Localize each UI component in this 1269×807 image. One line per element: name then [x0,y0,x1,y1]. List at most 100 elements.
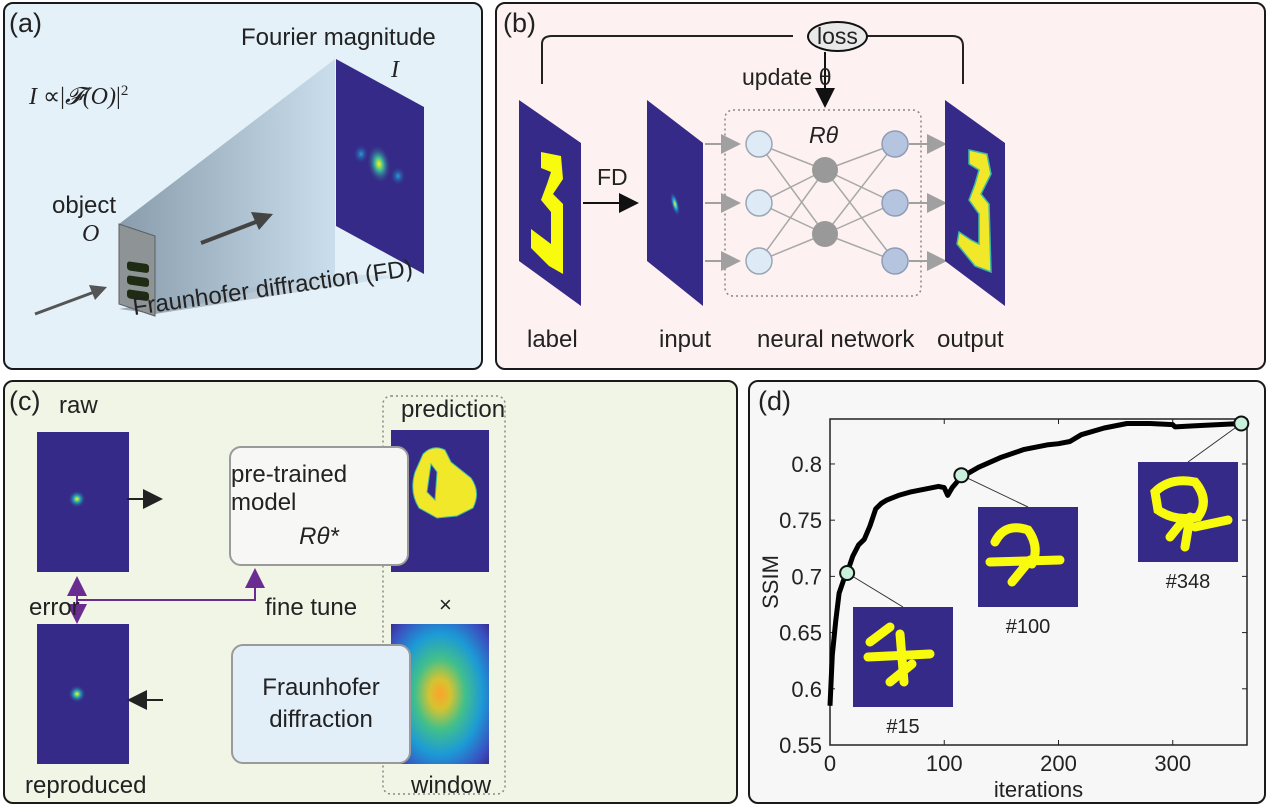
error-label: error [29,594,80,621]
pretrained-model-box: pre-trained model Rθ* [229,446,409,566]
output-digit-three [956,149,992,274]
input-node [745,189,773,217]
pretrained-model-title: pre-trained model [231,461,348,516]
fourier-side-lobe [353,144,369,164]
checkpoint-marker [953,467,970,484]
reconstructed-digit [1150,476,1233,552]
x-tick-label: 200 [1040,751,1077,776]
hidden-node [812,157,838,183]
y-tick-label: 0.6 [791,677,822,702]
fd-label: FD [597,164,628,190]
inset-iteration-label: #15 [886,716,919,738]
caption-output: output [937,326,1004,353]
y-tick-label: 0.65 [779,621,822,646]
fd-box-line2: diffraction [269,706,373,733]
fourier-side-lobe [390,166,406,186]
panel-b: (b) loss update θ FD Rθ label input neur… [495,2,1266,370]
loss-ellipse: loss [807,21,868,52]
equation-power: 2 [120,83,129,99]
equation-rel: ∝ [43,84,61,110]
update-theta-label: update θ [742,64,832,90]
x-tick-label: 0 [824,751,836,776]
panel-d-label: (d) [758,386,791,416]
pretrained-model-symbol: Rθ* [299,523,339,550]
output-node [881,189,909,217]
inset-iteration-label: #100 [1006,616,1051,638]
training-diagram [519,35,1005,306]
fd-box-line1: Fraunhofer [262,674,380,701]
beam-top-face [119,59,335,314]
object-slit [127,275,149,287]
incident-arrow-head [89,285,107,300]
fine-tune-arrow [77,568,265,601]
input-arrows [705,134,741,271]
x-axis-label: iterations [994,777,1083,802]
y-tick-label: 0.75 [779,508,822,533]
panel-b-label: (b) [503,8,536,38]
equation-abs-open: | [60,84,65,110]
inset-images: #15 #100 #348 [846,423,1242,738]
loss-label: loss [807,21,868,52]
plot-frame [829,418,1248,746]
input-node [745,130,773,158]
inset-leader-line [846,572,904,608]
caption-neural-network: neural network [757,326,915,353]
propagation-arrow-head [251,212,273,230]
y-tick-label: 0.55 [779,733,822,758]
propagation-arrow-line [200,218,262,245]
reproduced-spot [68,685,86,703]
caption-input: input [659,326,712,353]
object-label: object [52,192,117,219]
raw-image [37,432,129,524]
object-slit [127,289,149,301]
checkpoint-marker [839,565,856,582]
raw-spot [68,490,86,508]
equation-arg: (O) [82,84,117,110]
inset-leader-line [1187,423,1242,463]
reconstructed-digit [985,523,1065,587]
reconstructed-digit [863,622,935,687]
equation-lhs: I [29,84,37,110]
y-axis-label: SSIM [758,555,783,609]
object-slit [127,261,149,273]
object-symbol: O [82,221,100,247]
output-node [881,130,909,158]
panel-a-label: (a) [9,8,42,38]
hidden-node [812,221,838,247]
x-tick-label: 300 [1154,751,1191,776]
x-tick-label: 100 [926,751,963,776]
fraunhofer-illustration [34,59,424,317]
output-arrows [909,134,947,271]
intensity-equation: I ∝|𝓕(O)|2 [29,82,128,111]
multiply-sign: × [439,592,452,617]
equation-abs-close: | [116,84,121,110]
prediction-window-group [382,395,506,795]
fine-tune-label: fine tune [265,594,358,621]
fourier-central-spot [366,144,392,184]
panel-a: (a) Fourier magnitude I I ∝|𝓕(O)|2 objec… [3,2,483,370]
inset-iteration-label: #348 [1166,571,1211,593]
input-diffraction-spot [669,191,681,217]
prediction-label: prediction [401,396,506,423]
checkpoint-markers [839,415,1250,582]
fourier-symbol: I [391,57,399,83]
caption-label: label [527,326,578,353]
output-node [881,247,909,275]
beam-bottom-face [119,274,403,314]
inset-leader-line [961,474,1029,508]
y-tick-label: 0.8 [791,452,822,477]
network-symbol: Rθ [809,122,839,148]
panel-c: (c) raw pre-trained model Rθ* Fraunhofer… [3,380,738,804]
incident-arrow-line [34,289,98,316]
fourier-magnitude-title: Fourier magnitude [241,24,436,51]
checkpoint-marker [1233,415,1250,432]
x-axis-ticks: 0 100 200 300 [824,419,1191,776]
reproduced-label: reproduced [25,772,147,799]
input-node [745,247,773,275]
prediction-digit [412,447,477,519]
label-digit-three [531,152,563,274]
loss-bracket [541,35,964,84]
fraunhofer-diffraction-box: Fraunhofer diffraction [231,644,411,764]
